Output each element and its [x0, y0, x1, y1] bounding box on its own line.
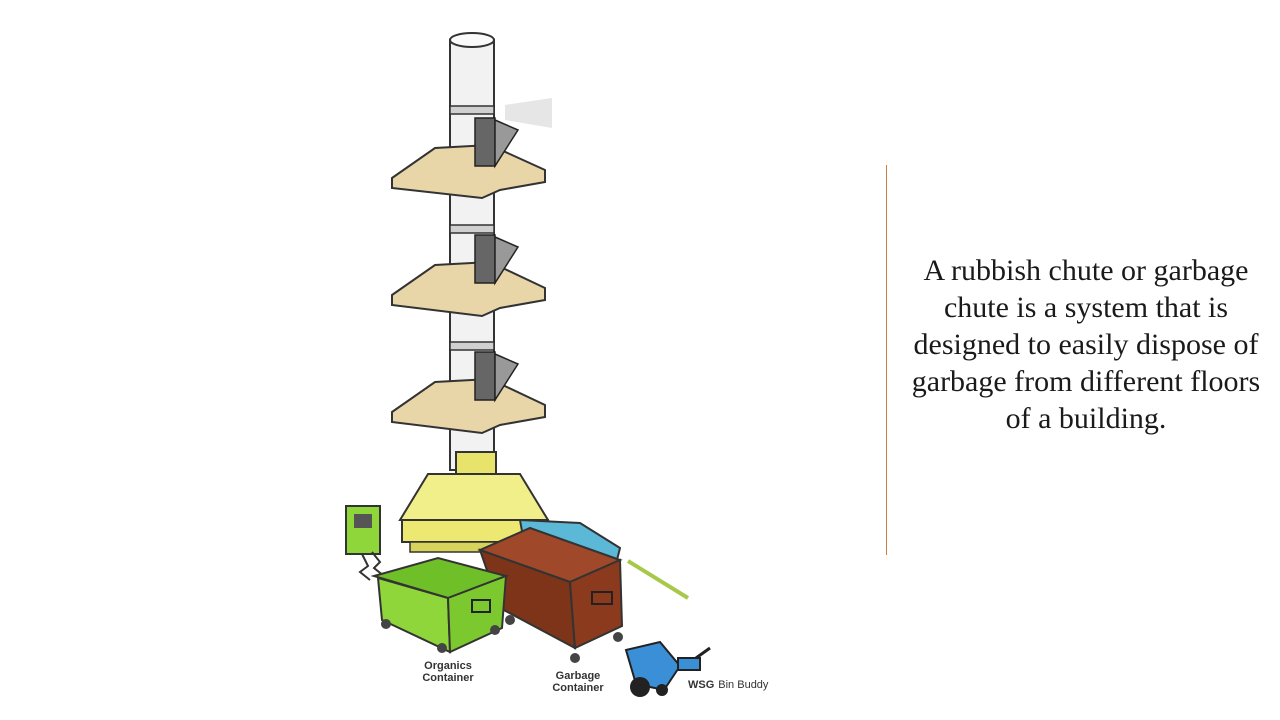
garbage-label-line2: Container [552, 682, 604, 694]
bin-buddy-label: WSG Bin Buddy [688, 679, 769, 691]
vertical-divider [886, 165, 887, 555]
light-beam [505, 98, 552, 128]
garbage-label-line1: Garbage [556, 670, 601, 682]
floor-slab-3 [391, 377, 546, 435]
control-panel [345, 505, 385, 581]
chute-door-2 [474, 234, 520, 286]
bin-buddy-machine [624, 640, 711, 697]
bin-buddy-name: Bin Buddy [718, 679, 769, 691]
organics-container [370, 556, 510, 654]
floor-slab-2 [391, 260, 546, 318]
organics-label-line2: Container [422, 672, 474, 684]
garbage-chute-illustration: Organics Container Garbage Container WSG… [345, 32, 769, 697]
direction-arrow [626, 559, 690, 600]
bin-buddy-brand: WSG [688, 679, 714, 691]
chute-door-3 [474, 351, 520, 403]
organics-label-line1: Organics [424, 660, 472, 672]
floor-slab-1 [391, 143, 546, 200]
chute-door-1 [474, 117, 520, 169]
slide-description: A rubbish chute or garbage chute is a sy… [911, 254, 1261, 435]
